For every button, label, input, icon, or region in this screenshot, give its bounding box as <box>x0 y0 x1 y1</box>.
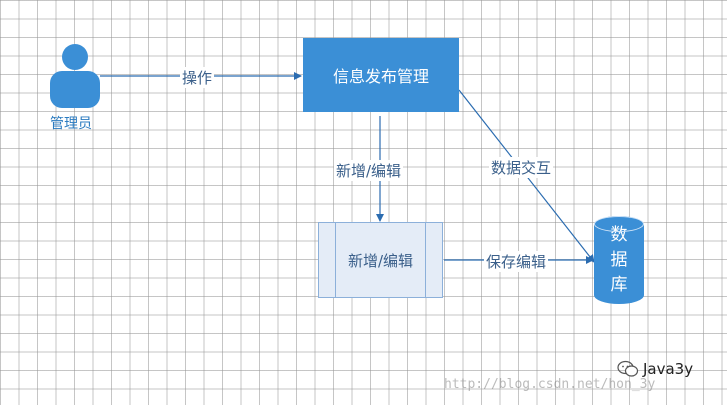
subprocess-left-bar <box>335 223 336 297</box>
add-edit-node-label: 新增/编辑 <box>347 251 414 270</box>
edge-label-save-edit: 保存编辑 <box>484 251 549 272</box>
info-publish-label: 信息发布管理 <box>332 67 429 86</box>
database-label-line: 库 <box>610 274 628 295</box>
watermark: Java3y <box>617 360 693 378</box>
database-node: 数 据 库 <box>594 216 644 304</box>
info-publish-node: 信息发布管理 <box>303 38 459 112</box>
watermark-url: http://blog.csdn.net/hon_3y <box>444 377 656 392</box>
edge-label-operate: 操作 <box>180 67 215 88</box>
user-icon <box>50 44 100 108</box>
database-label-line: 据 <box>610 249 628 270</box>
database-rim <box>594 216 644 232</box>
watermark-brand: Java3y <box>643 360 694 378</box>
admin-label: 管理员 <box>50 116 92 132</box>
edge-label-add-edit: 新增/编辑 <box>334 160 404 181</box>
edge-label-data-exchange: 数据交互 <box>489 157 554 178</box>
wechat-icon <box>617 360 639 377</box>
subprocess-right-bar <box>425 223 426 297</box>
add-edit-node: 新增/编辑 <box>318 222 443 298</box>
